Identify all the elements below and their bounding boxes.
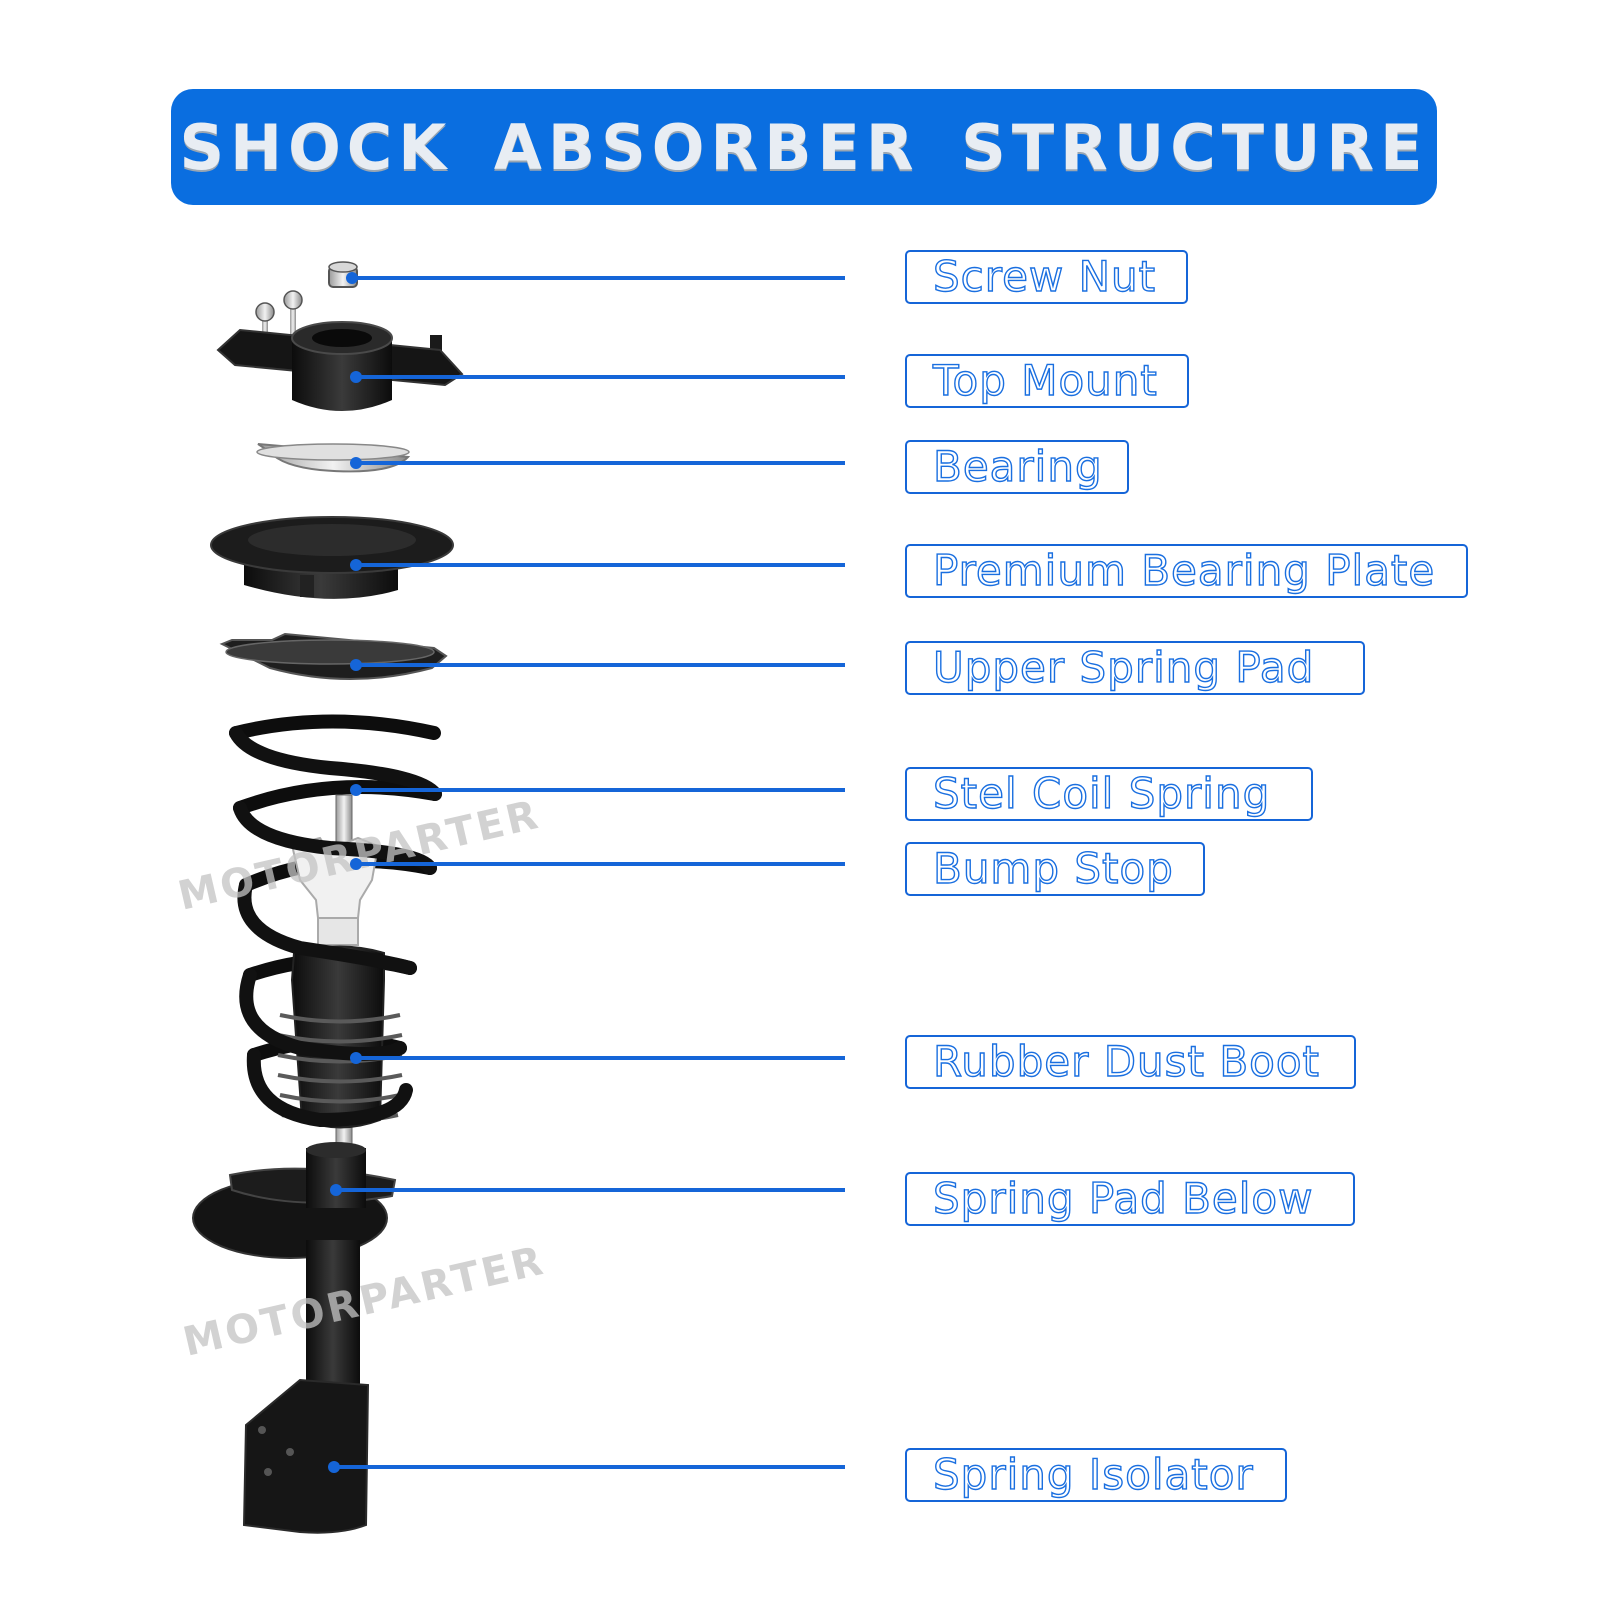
label-rubber-dust-boot: Rubber Dust Boot <box>905 1035 1356 1089</box>
spring-isolator-part <box>242 1240 370 1534</box>
leader-dot-spring-isolator <box>328 1461 340 1473</box>
label-text-upper-spring-pad: Upper Spring Pad <box>932 643 1315 692</box>
watermark-text-lower: MOTORPARTER <box>179 1238 550 1366</box>
leader-dot-screw-nut <box>346 272 358 284</box>
leader-dot-top-mount <box>350 371 362 383</box>
label-text-premium-bearing-plate: Premium Bearing Plate <box>932 546 1436 595</box>
label-text-spring-isolator: Spring Isolator <box>932 1450 1254 1499</box>
label-bearing: Bearing <box>905 440 1129 494</box>
leader-dot-spring-pad-below <box>330 1184 342 1196</box>
bump-stop-part <box>290 836 380 946</box>
label-spring-isolator: Spring Isolator <box>905 1448 1287 1502</box>
leader-lines <box>334 276 845 1469</box>
label-upper-spring-pad: Upper Spring Pad <box>905 641 1365 695</box>
label-text-bearing: Bearing <box>932 442 1103 491</box>
label-text-rubber-dust-boot: Rubber Dust Boot <box>932 1037 1321 1086</box>
rubber-dust-boot-part <box>277 945 403 1129</box>
spring-pad-below-part <box>192 1142 397 1259</box>
label-text-spring-pad-below: Spring Pad Below <box>932 1174 1314 1223</box>
label-premium-bearing-plate: Premium Bearing Plate <box>905 544 1468 598</box>
upper-spring-pad-part <box>219 632 448 680</box>
label-screw-nut: Screw Nut <box>905 250 1188 304</box>
leader-dot-bump-stop <box>350 858 362 870</box>
label-text-top-mount: Top Mount <box>932 356 1158 405</box>
screw-nut-part <box>328 261 358 288</box>
label-text-bump-stop: Bump Stop <box>932 844 1174 893</box>
leader-dot-bearing <box>350 457 362 469</box>
label-top-mount: Top Mount <box>905 354 1189 408</box>
bearing-part <box>256 443 411 473</box>
label-bump-stop: Bump Stop <box>905 842 1205 896</box>
leader-dot-steel-coil-spring <box>350 784 362 796</box>
label-text-screw-nut: Screw Nut <box>932 252 1157 301</box>
leader-dot-rubber-dust-boot <box>350 1052 362 1064</box>
leader-dot-premium-bearing-plate <box>350 559 362 571</box>
leader-dots <box>328 272 362 1473</box>
title-banner: SHOCK ABSORBER STRUCTURE <box>171 89 1437 205</box>
leader-dot-upper-spring-pad <box>350 659 362 671</box>
top-mount-part <box>216 290 464 411</box>
label-text-steel-coil-spring: Stel Coil Spring <box>932 769 1271 818</box>
premium-bearing-plate-part <box>210 516 454 599</box>
label-spring-pad-below: Spring Pad Below <box>905 1172 1355 1226</box>
page-title: SHOCK ABSORBER STRUCTURE <box>179 110 1429 184</box>
coil-spring-front <box>229 726 442 1128</box>
label-steel-coil-spring: Stel Coil Spring <box>905 767 1313 821</box>
